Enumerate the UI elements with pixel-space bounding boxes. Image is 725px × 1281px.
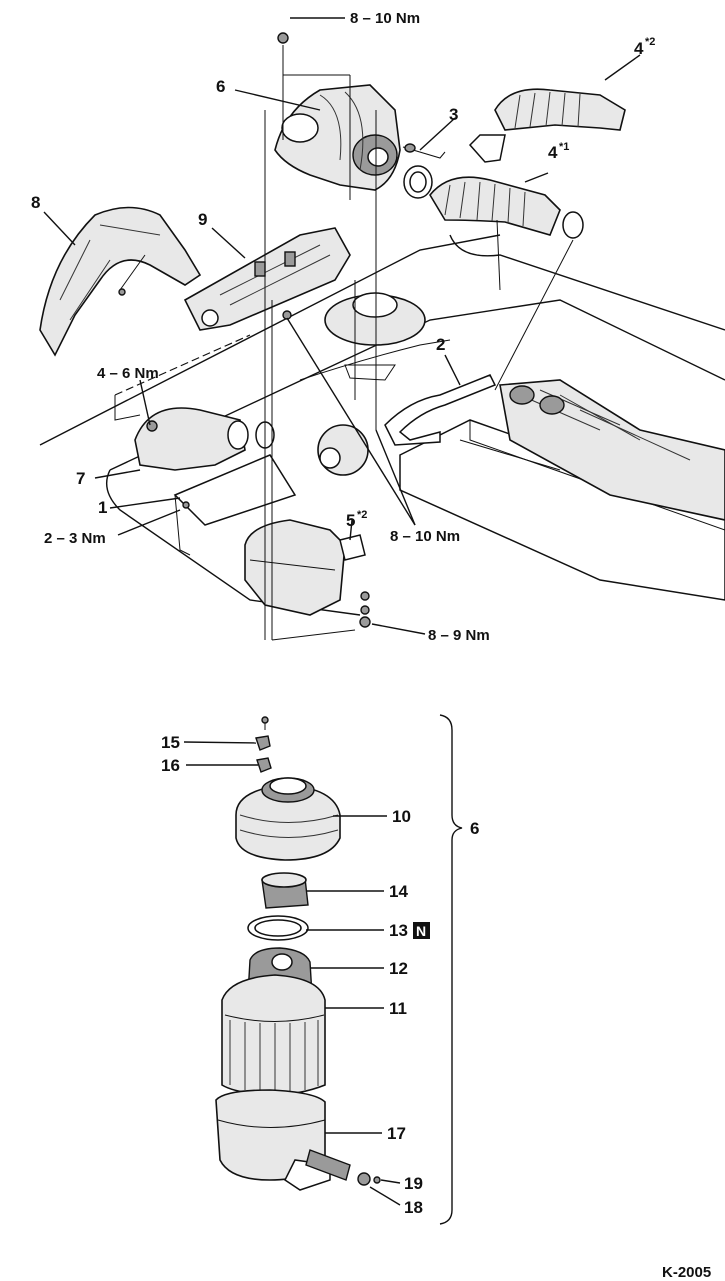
hose-2 [384, 374, 497, 446]
callout-5-sup: *2 [357, 509, 367, 521]
callout-4-b: 4 [548, 143, 558, 162]
callout-2: 2 [436, 335, 445, 354]
strut-tower [324, 292, 426, 381]
callout-9: 9 [198, 210, 207, 229]
torque-top-label: 8 – 10 Nm [350, 10, 420, 27]
callout-1: 1 [98, 498, 107, 517]
motor-unit [317, 424, 369, 476]
part-7-duct [134, 407, 275, 471]
torque-2-3-label: 2 – 3 Nm [44, 530, 106, 547]
leader-lines-bottom [183, 741, 401, 1206]
detail-guide [261, 716, 269, 730]
part-8-liner [39, 206, 202, 357]
callout-11: 11 [389, 999, 407, 1018]
callout-group-6: 6 [470, 819, 479, 838]
callout-19: 19 [404, 1174, 423, 1193]
part-14-fan [261, 872, 309, 909]
callout-4-b-sup: *1 [559, 141, 569, 153]
callout-13: 13 [389, 921, 408, 940]
torque-4-6-label: 4 – 6 Nm [97, 365, 159, 382]
part-11-filter [221, 974, 326, 1096]
new-part-badge-text: N [416, 923, 426, 939]
part-4-hose-2 [468, 88, 626, 163]
part-6-blower [274, 84, 401, 191]
part-5-box [244, 519, 371, 628]
clamp-ring [403, 165, 433, 199]
leader-lines-top [43, 17, 641, 635]
guide-lines-top [264, 32, 574, 641]
callout-15: 15 [161, 733, 180, 752]
callout-16: 16 [161, 756, 180, 775]
callout-4-a: 4 [634, 39, 644, 58]
part-16-washer [256, 757, 272, 773]
callout-10: 10 [392, 807, 411, 826]
part-9-manifold [183, 227, 351, 331]
reference-code: K-2005 [662, 1264, 711, 1281]
torque-8-9-label: 8 – 9 Nm [428, 627, 490, 644]
callout-17: 17 [387, 1124, 406, 1143]
part-3-bracket [402, 143, 446, 159]
callout-4-a-sup: *2 [645, 36, 655, 48]
engine-block [499, 379, 725, 521]
callout-12: 12 [389, 959, 408, 978]
part-13-gasket [247, 915, 309, 941]
callout-8: 8 [31, 193, 40, 212]
callout-14: 14 [389, 882, 408, 901]
part-15-nut [255, 735, 271, 751]
part-4-hose-1 [429, 176, 584, 239]
part-18-19-fastener [357, 1172, 381, 1186]
part-17-lower-housing [215, 1089, 351, 1191]
callout-6: 6 [216, 77, 225, 96]
group-6-brace [439, 714, 463, 1225]
callout-7: 7 [76, 469, 85, 488]
callout-18: 18 [404, 1198, 423, 1217]
torque-mid-label: 8 – 10 Nm [390, 528, 460, 545]
part-10-top-housing [235, 777, 341, 861]
callout-3: 3 [449, 105, 458, 124]
new-part-badge [413, 922, 430, 939]
callout-5: 5 [346, 511, 355, 530]
